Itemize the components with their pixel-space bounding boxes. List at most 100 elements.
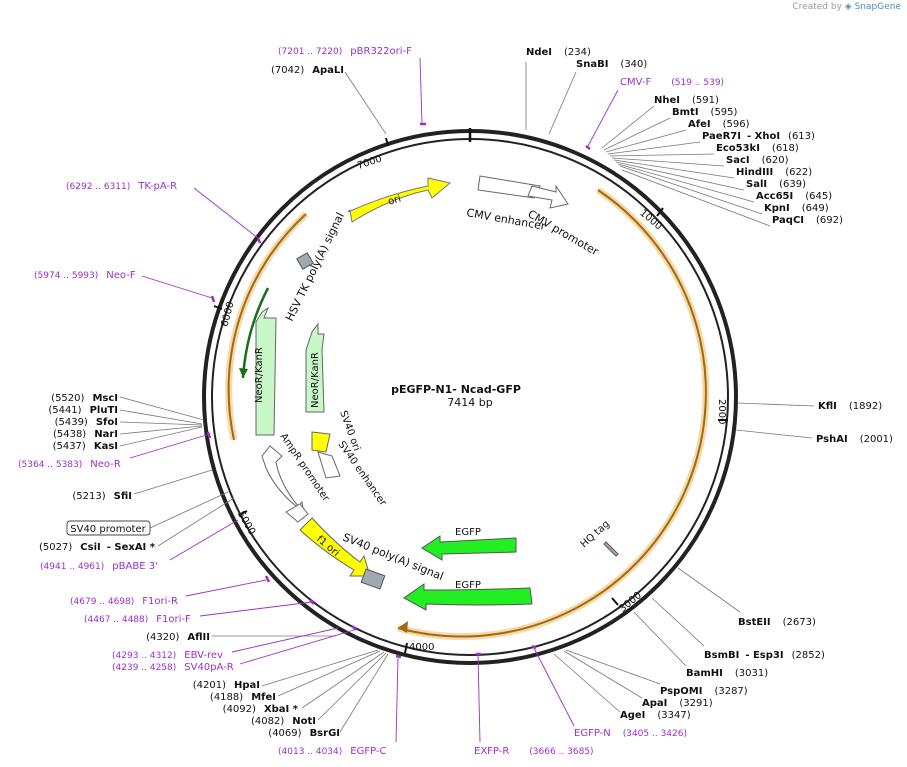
enzyme-paqci: PaqCI(692) (772, 215, 843, 226)
hq-tag-shape (603, 541, 619, 557)
sv40-enhancer-box (317, 451, 341, 479)
leader-mfei (277, 650, 381, 697)
tick-mark-1000 (656, 207, 664, 217)
primer-site-egfpc (395, 654, 402, 659)
enzyme-ndei: NdeI(234) (526, 47, 591, 58)
sv40-promoter-box (66, 520, 151, 536)
leader-apai (563, 650, 643, 699)
leader-hindiii (613, 159, 735, 179)
leader-sfoi (119, 421, 203, 426)
enzyme-acc65i: Acc65I(645) (756, 191, 832, 202)
primer-sites (206, 122, 591, 659)
egfp-label-2: EGFP (455, 580, 481, 591)
enzyme-nhei: NheI(591) (654, 95, 719, 106)
primer-egfp-c: (4013 .. 4034)EGFP-C (278, 746, 387, 757)
egfp-label-1: EGFP (455, 527, 481, 538)
enzyme-pspomi: PspOMI(3287) (660, 686, 748, 697)
leader-paqci (621, 169, 771, 227)
cmv-promoter-arrow (527, 184, 569, 209)
f1-ori-arrow (299, 517, 371, 577)
primer-site-neof (210, 295, 216, 303)
neor-kanr-inner-arrow (305, 322, 325, 413)
orf-arc-line (397, 189, 707, 638)
primer-ebv-rev: (4293 .. 4312)EBV-rev (112, 650, 223, 661)
leader-neo-f (141, 275, 213, 299)
primer-neo-f: (5974 .. 5993)Neo-F (34, 270, 136, 281)
enzyme-kpni: KpnI(649) (764, 203, 829, 214)
enzyme-afei: AfeI(596) (688, 119, 750, 130)
leader-f1ori-f (199, 601, 313, 617)
sv40-polya-box (360, 568, 386, 590)
primer-exfp-r: EXFP-R(3666 .. 3685) (474, 746, 594, 757)
neo-green-arrowhead (239, 368, 248, 378)
enzyme-bsmbi: BsmBI- Esp3I(2852) (704, 650, 825, 661)
enzyme-noti: (4082)NotI (251, 716, 316, 727)
enzyme-sali: SalI(639) (746, 179, 806, 190)
leader-eco53ki (609, 153, 715, 157)
ori-label: ori (387, 194, 402, 208)
tick-mark-4000 (404, 642, 408, 654)
primer-site-sv40par (351, 625, 357, 631)
tick-label-2000: 2000 (716, 399, 727, 424)
leader-bsteii (677, 567, 741, 613)
primer-tk-pa-r: (6292 .. 6311)TK-pA-R (66, 181, 177, 192)
tick-label-4000: 4000 (409, 642, 434, 653)
primer-pbr322ori-f: (7201 .. 7220)pBR322ori-F (278, 46, 412, 57)
neor-kanr-inner-label: NeoR/KanR (310, 352, 321, 408)
enzyme-kasi: (5437)KasI (53, 441, 118, 452)
leader-pshai (735, 429, 813, 439)
leader-exfp-r (477, 653, 481, 743)
right-leaders (525, 62, 815, 713)
primer-site-f1orir (264, 575, 271, 583)
leader-sv40pa-r (239, 629, 355, 665)
enzyme-pshai: PshAI(2001) (816, 434, 893, 445)
orf-arc-arrowhead (398, 621, 408, 633)
leader-tk-pa-r (193, 187, 259, 239)
enzyme-paer7i: PaeR7I- XhoI(613) (702, 131, 815, 142)
leader-noti (317, 652, 387, 721)
leader-csii (157, 497, 235, 547)
leader-pspomi (565, 649, 661, 685)
leader-pbr322ori-f (419, 57, 423, 125)
credit-brand: SnapGene (854, 2, 901, 12)
enzyme-xbai: (4092)XbaI * (223, 704, 299, 715)
enzyme-snabi: SnaBI(340) (576, 59, 647, 70)
enzyme-mfei: (4188)MfeI (210, 692, 276, 703)
hsv-tk-polya-box (296, 252, 314, 270)
enzyme-hpai: (4201)HpaI (193, 680, 260, 691)
leader-bamhi (633, 611, 687, 667)
enzyme-bamhi: BamHI(3031) (686, 668, 768, 679)
credit-prefix: Created by (792, 2, 842, 12)
plasmid-length: 7414 bp (447, 396, 492, 409)
enzyme-pluti: (5441)PluTI (48, 405, 118, 416)
sv40-promoter-label: SV40 promoter (70, 524, 146, 535)
leader-egfp-c (395, 657, 399, 743)
leader-nari (119, 425, 203, 435)
leader-kpni (619, 165, 763, 215)
neor-kanr-outer-arrow (255, 306, 277, 436)
left-leaders (119, 71, 389, 733)
leader-kfli (737, 402, 815, 407)
leader-cmv-f (587, 89, 619, 147)
ampr-small-arrow (285, 503, 309, 523)
primer-cmv-f: CMV-F(519 .. 539) (620, 77, 724, 88)
leader-bmti (603, 117, 671, 151)
leader-sfii (133, 469, 213, 495)
enzyme-apai: ApaI(3291) (642, 698, 713, 709)
leader-snabi (548, 71, 577, 135)
leader-nhei (601, 105, 655, 149)
enzyme-kfli: KflI(1892) (818, 401, 882, 412)
primer-leaders (129, 57, 619, 743)
leader-ebv-rev (231, 627, 339, 653)
leader-afei (605, 129, 687, 153)
enzyme-eco53ki: Eco53kI(618) (716, 143, 799, 154)
primer-sv40pa-r: (4239 .. 4258)SV40pA-R (112, 662, 234, 673)
primer-pbabe3: (4941 .. 4961)pBABE 3' (40, 561, 158, 572)
ori-arrow (347, 177, 452, 223)
enzyme-csii: (5027)CsiI- SexAI * (39, 542, 156, 553)
primer-site-neor (206, 431, 212, 439)
left-orf-arc-line (227, 213, 307, 441)
tick-mark-5000 (238, 510, 248, 516)
leader-pbabe3 (169, 519, 239, 561)
